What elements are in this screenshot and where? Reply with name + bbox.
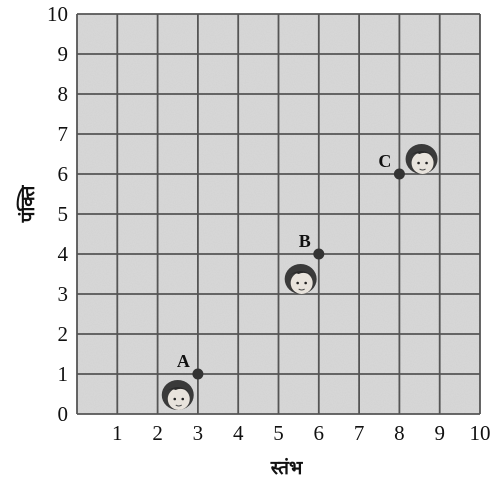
point-label-c: C	[378, 151, 391, 171]
child-face-icon	[284, 264, 317, 294]
y-tick-label: 1	[58, 362, 69, 386]
x-tick-label: 3	[193, 421, 204, 445]
y-tick-label: 3	[58, 282, 69, 306]
child-face-icon	[405, 144, 438, 174]
x-tick-label: 9	[434, 421, 445, 445]
child-face-icons	[161, 144, 438, 410]
y-tick-label: 6	[58, 162, 69, 186]
data-point-a	[192, 368, 204, 380]
child-face-icon	[161, 380, 194, 410]
y-tick-label: 10	[47, 2, 68, 26]
x-tick-label: 4	[233, 421, 244, 445]
y-tick-label: 0	[58, 402, 69, 426]
point-label-b: B	[299, 231, 311, 251]
y-tick-label: 4	[58, 242, 69, 266]
y-axis-title: पंक्ति	[16, 184, 39, 223]
data-points: A B C	[177, 151, 405, 380]
data-point-b	[313, 248, 325, 260]
x-tick-label: 10	[470, 421, 491, 445]
grid-lines	[76, 13, 481, 415]
y-tick-label: 5	[58, 202, 69, 226]
y-tick-label: 7	[58, 122, 69, 146]
y-tick-label: 9	[58, 42, 69, 66]
x-axis-title: स्तंभ	[270, 457, 303, 479]
y-tick-labels: 0 1 2 3 4 5 6 7 8 9 10	[47, 2, 69, 426]
x-tick-label: 5	[273, 421, 284, 445]
x-tick-label: 8	[394, 421, 405, 445]
data-point-c	[393, 168, 405, 180]
x-tick-label: 2	[152, 421, 163, 445]
x-tick-label: 1	[112, 421, 123, 445]
x-tick-labels: 1 2 3 4 5 6 7 8 9 10	[112, 421, 490, 445]
x-tick-label: 6	[314, 421, 325, 445]
y-tick-label: 2	[58, 322, 69, 346]
point-label-a: A	[177, 351, 190, 371]
y-tick-label: 8	[58, 82, 69, 106]
x-tick-label: 7	[354, 421, 365, 445]
